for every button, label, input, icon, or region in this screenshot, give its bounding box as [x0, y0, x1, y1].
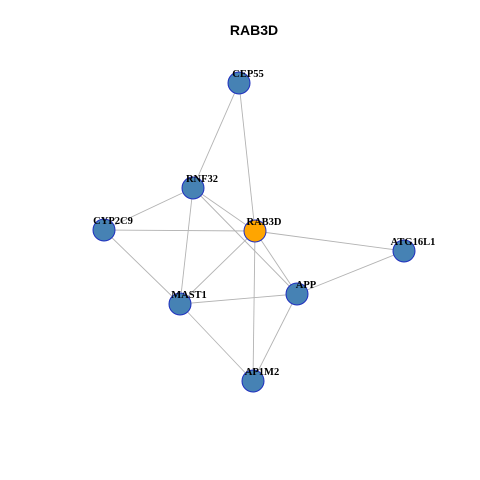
edge-rab3d-ap1m2 — [252, 230, 256, 382]
node-ap1m2[interactable] — [241, 369, 265, 393]
graph-title: RAB3D — [230, 22, 278, 38]
node-label-rab3d: RAB3D — [246, 217, 281, 228]
edge-atg16l1-app — [296, 250, 405, 295]
edge-rab3d-mast1 — [179, 230, 256, 305]
node-label-atg16l1: ATG16L1 — [391, 237, 436, 248]
node-cep55[interactable] — [227, 71, 251, 95]
edge-rab3d-atg16l1 — [254, 230, 405, 252]
node-label-mast1: MAST1 — [171, 290, 207, 301]
edge-layer — [103, 82, 405, 382]
node-label-rnf32: RNF32 — [186, 174, 218, 185]
node-cyp2c9[interactable] — [92, 218, 116, 242]
edge-rnf32-mast1 — [179, 187, 194, 305]
node-mast1[interactable] — [168, 292, 192, 316]
edge-mast1-ap1m2 — [179, 303, 254, 382]
node-rnf32[interactable] — [181, 176, 205, 200]
node-label-cyp2c9: CYP2C9 — [93, 216, 133, 227]
node-layer — [92, 71, 416, 393]
edge-cep55-rnf32 — [192, 82, 240, 189]
node-app[interactable] — [285, 282, 309, 306]
edge-rnf32-rab3d — [192, 187, 256, 232]
node-label-cep55: CEP55 — [232, 69, 264, 80]
edge-app-ap1m2 — [252, 293, 298, 382]
node-label-ap1m2: AP1M2 — [245, 367, 279, 378]
edge-cyp2c9-rab3d — [103, 229, 256, 232]
node-atg16l1[interactable] — [392, 239, 416, 263]
node-rab3d[interactable] — [243, 219, 267, 243]
edge-cep55-rab3d — [238, 82, 256, 232]
edge-rnf32-cyp2c9 — [103, 187, 194, 231]
edge-cyp2c9-mast1 — [103, 229, 181, 305]
edge-rab3d-app — [254, 230, 298, 295]
node-label-app: APP — [296, 280, 317, 291]
edge-app-mast1 — [179, 293, 298, 305]
